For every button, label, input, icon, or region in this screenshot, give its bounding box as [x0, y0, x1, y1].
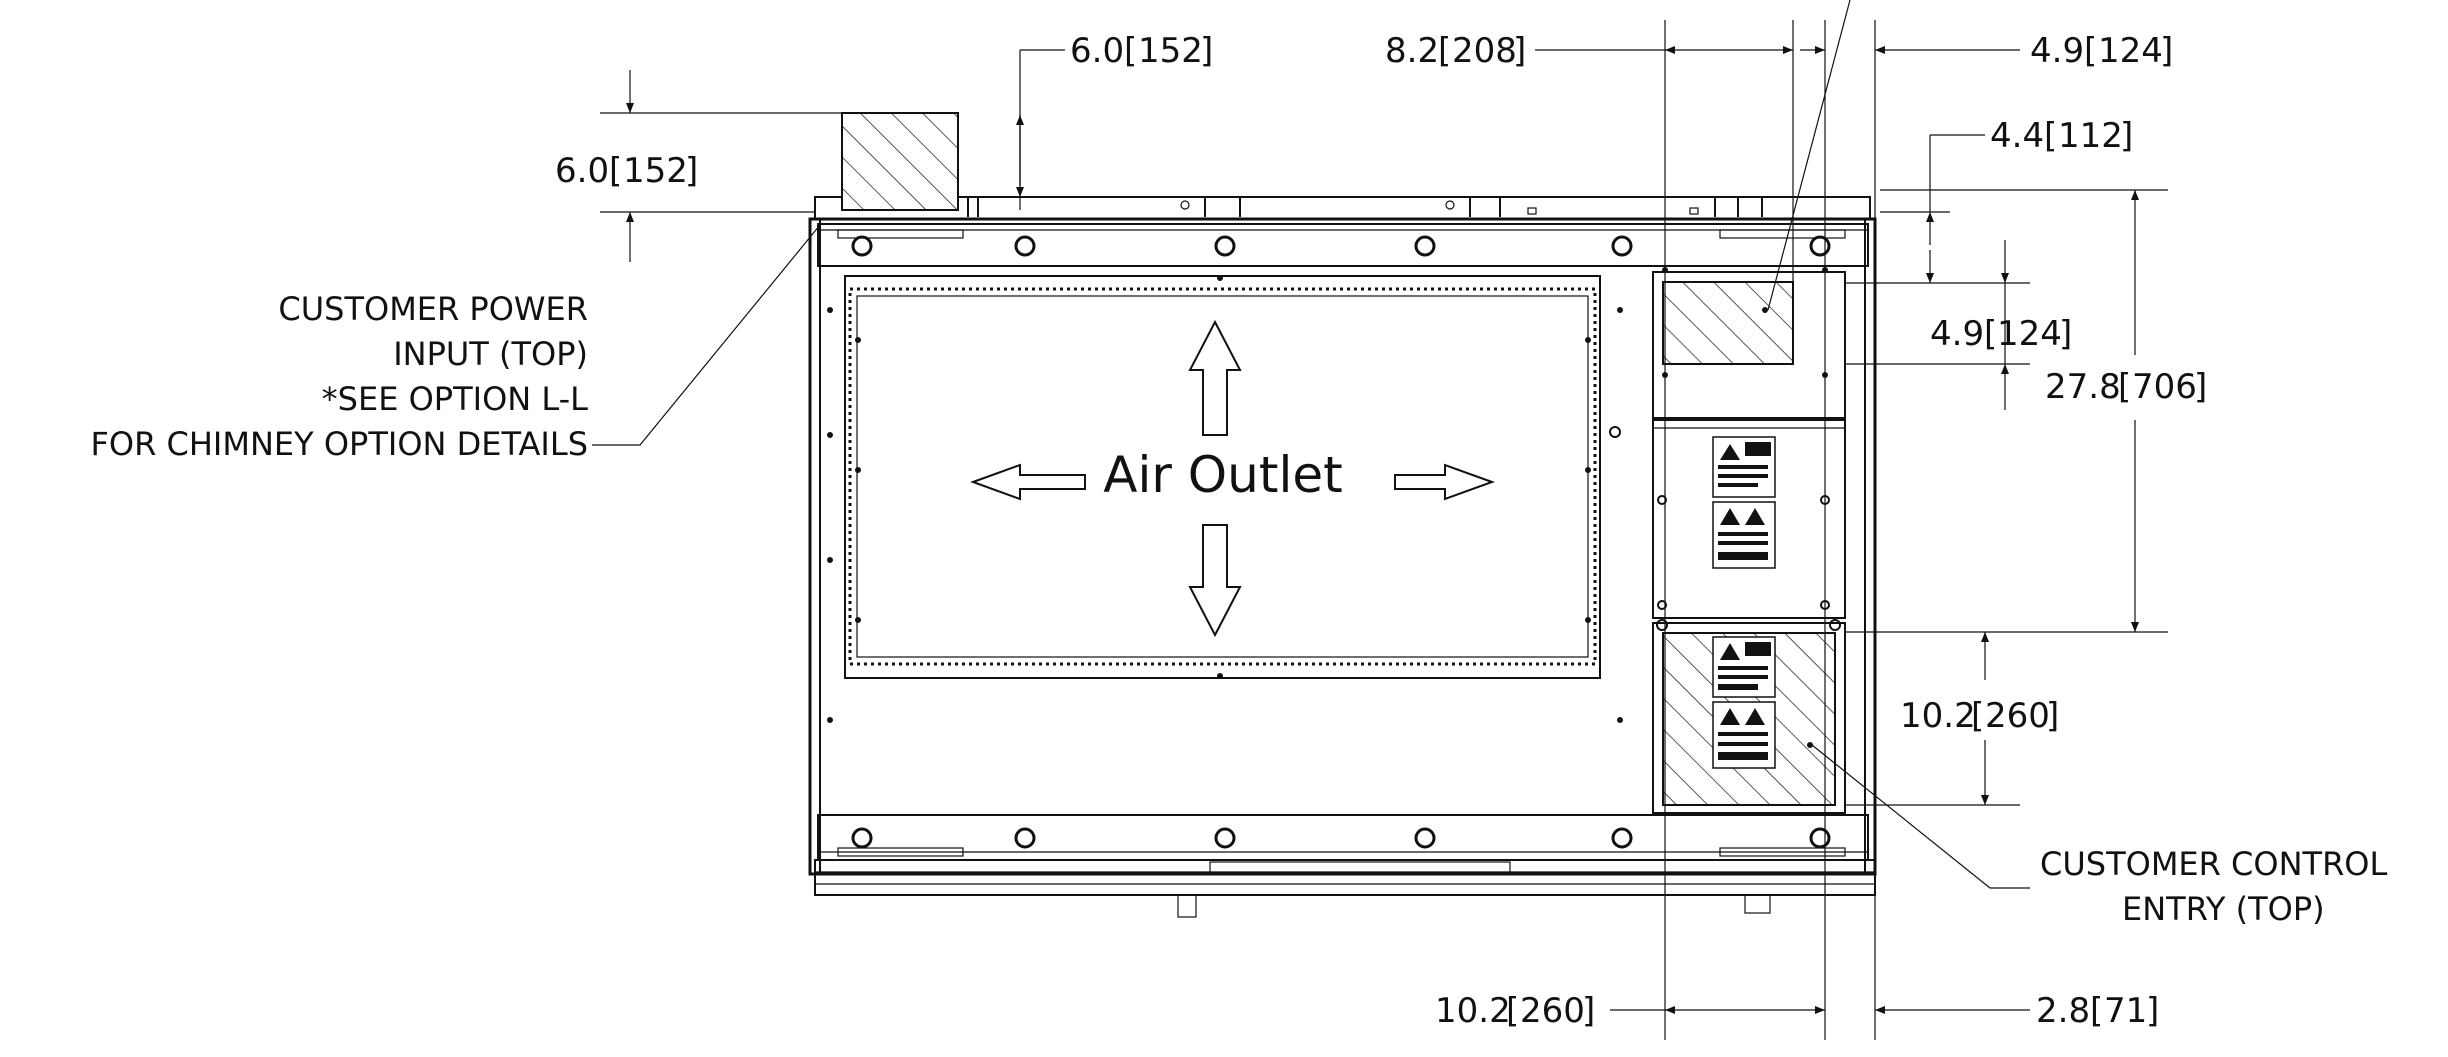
svg-text:]: ] — [2160, 31, 2173, 71]
dim-chimney-height-value: 6.0 — [555, 151, 609, 191]
dim-chimney-width-value: 6.0 — [1070, 31, 1124, 71]
svg-text:]: ] — [2194, 367, 2207, 407]
note-customer-control-entry: CUSTOMER CONTROL ENTRY (TOP) — [1811, 744, 2387, 928]
warning-label-2 — [1712, 501, 1776, 569]
dim-overall-depth-metric: 706 — [2132, 367, 2197, 407]
dim-overall-depth: 27.8 [ 706 ] — [2045, 190, 2207, 632]
note-power-line-2: INPUT (TOP) — [393, 335, 588, 373]
svg-text:[: [ — [1971, 696, 1984, 736]
dim-chimney-width: 6.0 152 [ ] — [1016, 31, 1213, 210]
note-control-line-2: ENTRY (TOP) — [2122, 890, 2325, 928]
airflow-arrow-down-icon — [1188, 524, 1242, 638]
dim-control-entry-width: 10.2 [ 260 ] — [1435, 991, 1825, 1031]
dim-panel-width-top-value: 8.2 — [1385, 31, 1439, 71]
airflow-arrow-up-icon — [1188, 319, 1242, 436]
airflow-arrow-right-icon — [1394, 463, 1495, 501]
svg-text:]: ] — [2046, 696, 2059, 736]
top-flange-features — [967, 197, 1763, 217]
dim-power-knockout-offset-value: 4.4 — [1990, 116, 2044, 156]
unit-outline — [808, 196, 1877, 918]
dim-control-entry-width-value: 10.2 — [1435, 991, 1511, 1031]
dim-control-entry-height: 10.2 [ 260 ] — [1900, 632, 2059, 805]
dim-control-entry-height-value: 10.2 — [1900, 696, 1976, 736]
note-power-line-1: CUSTOMER POWER — [278, 290, 588, 328]
dim-overall-depth-value: 27.8 — [2045, 367, 2121, 407]
dim-right-offset-bottom-value: 2.8 — [2036, 991, 2090, 1031]
note-power-line-3: *SEE OPTION L-L — [322, 380, 589, 418]
svg-text:]: ] — [2146, 991, 2159, 1031]
svg-text:]: ] — [685, 151, 698, 191]
airflow-arrows: Air Outlet — [970, 319, 1495, 638]
dim-right-offset-top: 4.9 [ 124 ] — [1800, 31, 2173, 71]
svg-text:]: ] — [1582, 991, 1595, 1031]
warning-triangle-icon — [1745, 708, 1765, 725]
warning-triangle-icon — [1720, 444, 1740, 460]
dim-chimney-width-metric: 152 — [1138, 31, 1203, 71]
warning-triangle-icon — [1720, 643, 1740, 660]
dim-chimney-height-metric: 152 — [623, 151, 688, 191]
svg-text:]: ] — [1200, 31, 1213, 71]
warning-label-4 — [1712, 701, 1776, 769]
rail-holes — [851, 235, 1831, 849]
svg-text:[: [ — [1506, 991, 1519, 1031]
dim-power-knockout-height-value: 4.9 — [1930, 314, 1984, 354]
svg-text:]: ] — [2059, 314, 2072, 354]
air-outlet-grille — [827, 275, 1623, 723]
warning-labels — [1712, 436, 1776, 769]
warning-label-1 — [1712, 436, 1776, 498]
dim-right-offset-top-metric: 124 — [2098, 31, 2163, 71]
power-knockout — [1662, 281, 1794, 365]
note-power-line-4: FOR CHIMNEY OPTION DETAILS — [91, 425, 588, 463]
svg-text:[: [ — [2090, 991, 2103, 1031]
warning-triangle-icon — [1745, 508, 1765, 525]
dim-chimney-height: 6.0 [ 152 ] — [555, 70, 842, 262]
svg-text:]: ] — [2120, 116, 2133, 156]
extension-lines-right — [1664, 20, 2168, 1040]
svg-text:[: [ — [2118, 367, 2131, 407]
dim-power-knockout-offset: 4.4 [ 112 ] — [1926, 116, 2133, 283]
dim-power-knockout-offset-metric: 112 — [2058, 116, 2123, 156]
dim-control-entry-width-metric: 260 — [1520, 991, 1585, 1031]
svg-text:[: [ — [1124, 31, 1137, 71]
dim-power-knockout-height-metric: 124 — [1997, 314, 2062, 354]
leader-control-entry — [1811, 744, 2030, 889]
svg-text:[: [ — [609, 151, 622, 191]
warning-triangle-icon — [1720, 708, 1740, 725]
dim-panel-width-top-metric: 208 — [1452, 31, 1517, 71]
svg-text:]: ] — [1513, 31, 1526, 71]
warning-triangle-icon — [1720, 508, 1740, 525]
leader-power-knockout — [1767, 0, 1851, 311]
leader-power-input — [592, 224, 821, 446]
dim-power-knockout-height: 4.9 [ 124 ] — [1930, 240, 2072, 410]
svg-text:[: [ — [1984, 314, 1997, 354]
airflow-arrow-left-icon — [970, 463, 1086, 501]
dim-panel-width-top: 8.2 [ 208 ] — [1385, 31, 1793, 71]
svg-text:[: [ — [2044, 116, 2057, 156]
air-outlet-label: Air Outlet — [1103, 446, 1342, 504]
dim-right-offset-top-value: 4.9 — [2030, 31, 2084, 71]
chimney-option — [841, 112, 959, 211]
svg-text:[: [ — [2084, 31, 2097, 71]
dim-right-offset-bottom-metric: 71 — [2104, 991, 2147, 1031]
note-control-line-1: CUSTOMER CONTROL — [2040, 845, 2387, 883]
dim-right-offset-bottom: 2.8 [ 71 ] — [1875, 991, 2159, 1031]
dim-control-entry-height-metric: 260 — [1985, 696, 2050, 736]
svg-text:[: [ — [1438, 31, 1451, 71]
note-customer-power-input: CUSTOMER POWER INPUT (TOP) *SEE OPTION L… — [91, 224, 821, 463]
warning-label-3 — [1712, 636, 1776, 698]
